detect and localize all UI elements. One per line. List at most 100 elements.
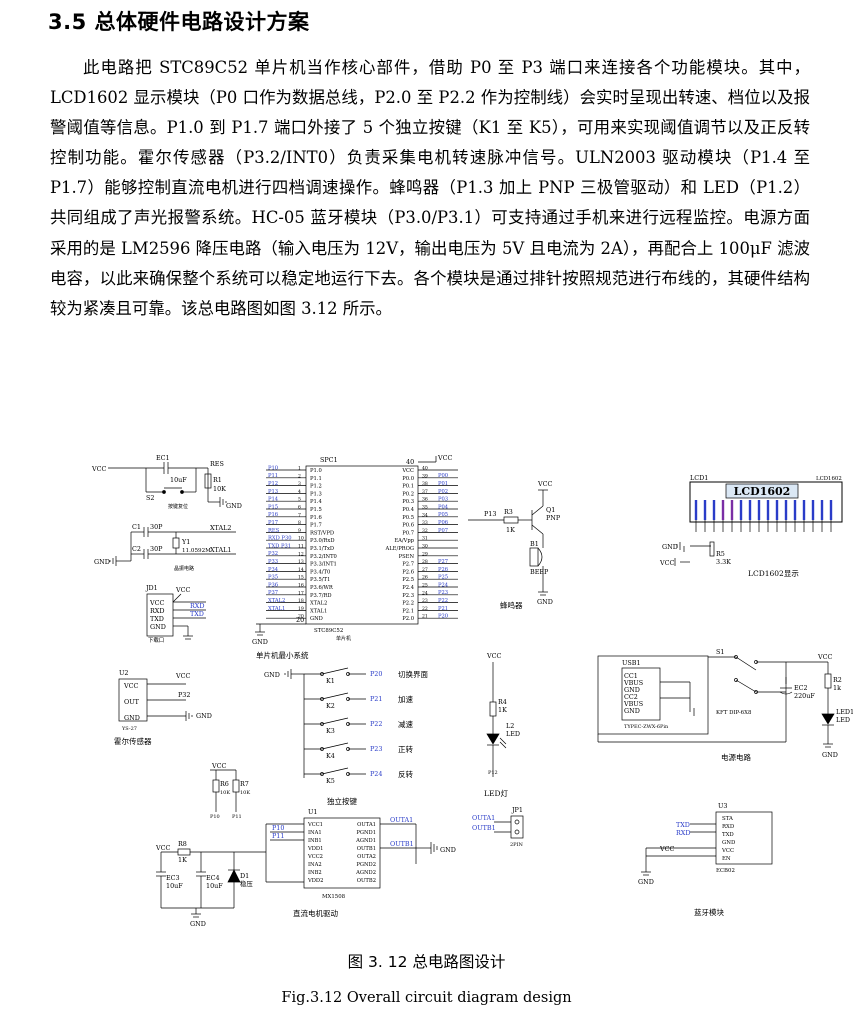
pullup-net-0: P10 bbox=[210, 814, 220, 820]
buzzer-b1: B1 bbox=[530, 540, 539, 548]
lcd-pin-mark bbox=[712, 500, 716, 520]
mcu-left-net: RES bbox=[268, 528, 280, 534]
key-contact bbox=[346, 697, 350, 701]
mcu-right-pin-label: P2.6 bbox=[402, 569, 414, 575]
mcu-left-pin-num: 1 bbox=[298, 466, 301, 472]
buzzer-caption: 蜂鸣器 bbox=[500, 600, 523, 610]
mcu-right-net: P26 bbox=[438, 567, 448, 573]
pullup-r6: R6 bbox=[220, 780, 229, 788]
key-label: 加速 bbox=[398, 694, 413, 704]
bt-ref: U3 bbox=[718, 802, 727, 810]
bt-net-rxd: RXD bbox=[676, 829, 691, 837]
driver-right-pin: OUTA2 bbox=[357, 854, 376, 860]
lcd-ref: LCD1 bbox=[690, 474, 708, 482]
mcu-left-pin-label: GND bbox=[310, 616, 323, 622]
mcu-right-net: P01 bbox=[438, 481, 448, 487]
caps-ec4: EC4 bbox=[206, 874, 220, 882]
driver-ref: U1 bbox=[308, 808, 317, 816]
buzzer-gnd: GND bbox=[537, 598, 553, 606]
usb-pin-4: VBUS bbox=[623, 700, 643, 708]
lcd-part: LCD1602 bbox=[816, 476, 842, 482]
mcu-left-pin-num: 5 bbox=[298, 497, 301, 503]
mcu-left-pin-num: 14 bbox=[298, 567, 304, 573]
led-r4: R4 bbox=[498, 698, 507, 706]
hall-sensor bbox=[118, 678, 193, 722]
caps-r8-val: 1K bbox=[178, 856, 187, 864]
gnd-icon bbox=[109, 556, 117, 566]
mcu-right-pin-label: P0.7 bbox=[402, 530, 414, 536]
lcd-vcc: VCC bbox=[659, 559, 675, 567]
usb-pin-3: CC2 bbox=[624, 693, 638, 701]
mcu-left-net: P16 bbox=[268, 512, 278, 518]
bt-gnd: GND bbox=[638, 878, 654, 886]
download-pin-rxd: RXD bbox=[150, 607, 165, 615]
key-contact bbox=[346, 672, 350, 676]
pullup-resistors bbox=[210, 769, 240, 812]
driver-right-pin: PGND2 bbox=[356, 862, 376, 868]
mcu-right-pin-label: P2.3 bbox=[402, 593, 414, 599]
lcd-gnd: GND bbox=[662, 543, 678, 551]
mcu-vcc-pin-num: 40 bbox=[406, 458, 414, 466]
usb-pin-5: GND bbox=[624, 707, 640, 715]
mcu-left-pin-label: XTAL2 bbox=[310, 601, 327, 607]
led-circuit bbox=[486, 662, 507, 777]
mcu-right-pin-label: P0.2 bbox=[402, 491, 414, 497]
mcu-right-pin-num: 29 bbox=[422, 551, 428, 557]
led-caption: LED灯 bbox=[484, 788, 508, 798]
mcu-left-pin-label: P3.2/INT0 bbox=[310, 554, 337, 560]
lcd-title: LCD1602 bbox=[734, 485, 791, 498]
mcu-left-pin-num: 12 bbox=[298, 551, 304, 557]
mcu-left-pin-label: P3.5/T1 bbox=[310, 577, 330, 583]
mcu-right-pin-num: 30 bbox=[422, 544, 428, 550]
mcu-right-net: P27 bbox=[438, 559, 448, 565]
lcd-module bbox=[674, 481, 843, 566]
mcu-right-net: P02 bbox=[438, 489, 448, 495]
lcd-pin-mark bbox=[703, 500, 707, 520]
mcu-right-pin-num: 39 bbox=[422, 473, 428, 479]
driver-left-pin: INA2 bbox=[308, 862, 322, 868]
mcu-right-pin-num: 26 bbox=[422, 575, 428, 581]
mcu-gnd-label: GND bbox=[252, 638, 268, 646]
motor-driver bbox=[265, 817, 438, 889]
vcc-label: VCC bbox=[91, 465, 107, 473]
mcu-left-net: P12 bbox=[268, 481, 278, 487]
driver-net-out-1: OUTB1 bbox=[390, 840, 414, 848]
lcd-caption: LCD1602显示 bbox=[748, 569, 799, 578]
mcu-right-pin-num: 22 bbox=[422, 606, 428, 612]
key-switch bbox=[321, 717, 349, 725]
reset-cap-val: 10uF bbox=[170, 476, 187, 484]
power-circuit bbox=[597, 655, 835, 748]
mcu-right-net: P24 bbox=[438, 582, 449, 588]
hall-part: YS-27 bbox=[121, 726, 137, 732]
driver-right-pin: OUTB2 bbox=[357, 878, 376, 884]
mcu-left-net: P34 bbox=[268, 567, 279, 573]
crystal-y1: Y1 bbox=[181, 538, 190, 546]
usb-part: TYPEC-ZWX-6Pin bbox=[624, 724, 669, 730]
mcu-right-pin-num: 28 bbox=[422, 559, 428, 565]
mcu-ref: SPC1 bbox=[320, 456, 338, 464]
bt-pin: VCC bbox=[721, 848, 734, 854]
driver-right-pin: AGND1 bbox=[355, 838, 376, 844]
mcu-left-net: P36 bbox=[268, 582, 278, 588]
lcd-pin-mark bbox=[694, 500, 698, 520]
figure-caption-en: Fig.3.12 Overall circuit diagram design bbox=[281, 990, 572, 1006]
mcu-right-pin-label: P2.7 bbox=[402, 562, 414, 568]
mcu-left-net: P14 bbox=[268, 497, 279, 503]
lcd-pin-mark bbox=[820, 500, 824, 520]
mcu-left-net: P15 bbox=[268, 504, 278, 510]
key-switch bbox=[321, 767, 349, 775]
bt-vcc: VCC bbox=[659, 845, 675, 853]
mcu-left-pin-label: P3.7/RD bbox=[310, 593, 332, 599]
pullup-r7-val: 10K bbox=[240, 790, 250, 796]
led-part: LED bbox=[506, 730, 520, 738]
mcu-right-pin-num: 33 bbox=[422, 520, 428, 526]
download-net-txd: TXD bbox=[190, 610, 204, 618]
bt-pin: RXD bbox=[722, 824, 735, 830]
lcd-pin-mark bbox=[811, 500, 815, 520]
download-caption: 下载口 bbox=[148, 636, 164, 644]
key-label: 正转 bbox=[398, 744, 413, 754]
hall-pin-vcc: VCC bbox=[123, 682, 139, 690]
caps-vcc: VCC bbox=[155, 844, 171, 852]
usb-pin-2: GND bbox=[624, 686, 640, 694]
mcu-left-pin-label: P1.6 bbox=[310, 515, 322, 521]
